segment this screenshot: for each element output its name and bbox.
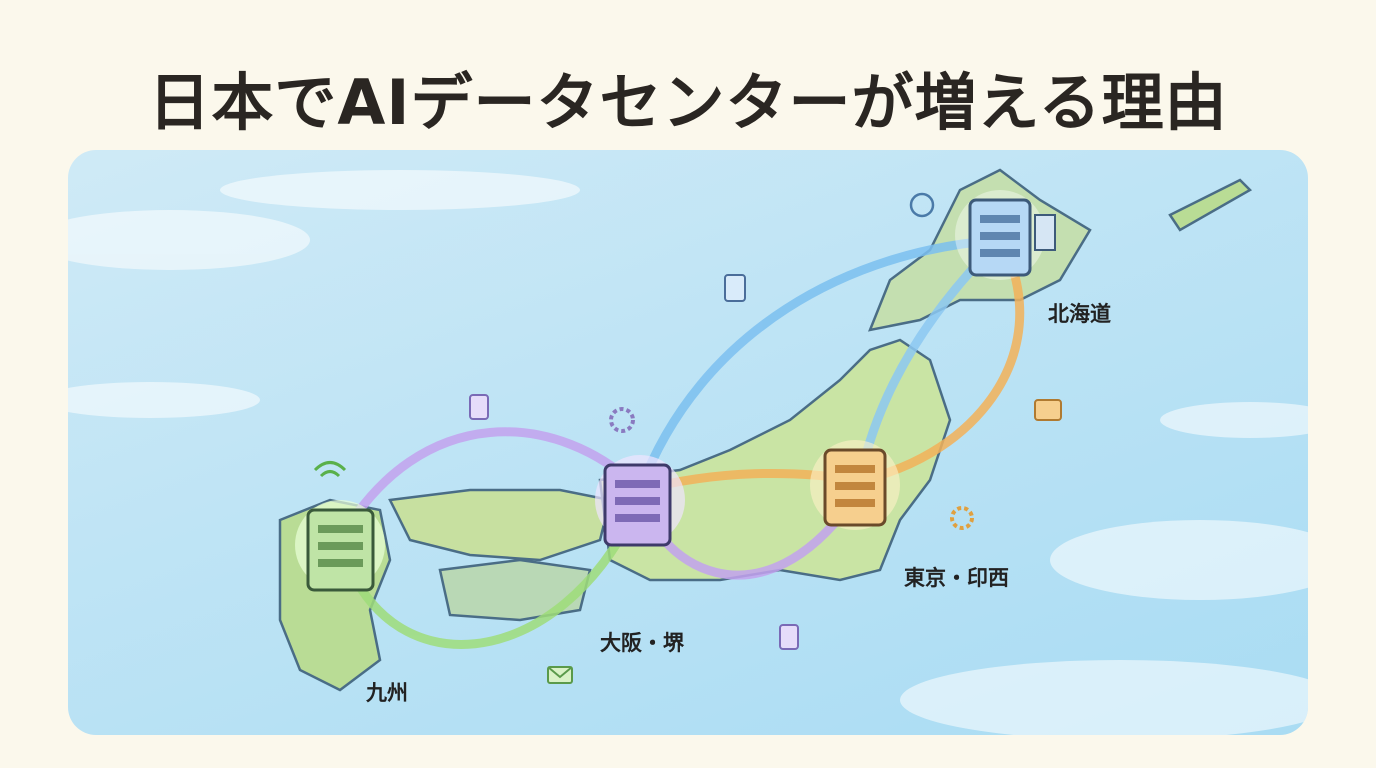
server-icon-kyushu: [295, 500, 385, 592]
server-icon-hokkaido: [955, 190, 1056, 280]
clouds: [68, 170, 1308, 735]
document-icon: [779, 624, 799, 650]
label-kyushu: 九州: [366, 681, 408, 705]
label-tokyo-inzai: 東京・印西: [904, 566, 1009, 590]
globe-icon: [909, 192, 935, 218]
server-icon-tokyo: [810, 440, 900, 530]
page-title: 日本でAIデータセンターが増える理由: [148, 66, 1228, 139]
gear-icon: [609, 407, 635, 433]
mail-icon: [547, 666, 573, 684]
document-icon: [469, 394, 489, 420]
wifi-icon: [313, 461, 347, 478]
label-osaka-sakai: 大阪・堺: [600, 631, 684, 655]
japan-land: [278, 168, 1253, 692]
gear-icon: [950, 506, 974, 530]
server-icon-osaka: [595, 455, 685, 547]
label-hokkaido: 北海道: [1048, 302, 1111, 326]
folder-icon: [1034, 399, 1062, 421]
japan-map-illustration: [68, 168, 1308, 735]
document-icon: [724, 274, 746, 302]
map-panel: 北海道 東京・印西 大阪・堺 九州: [68, 150, 1308, 735]
